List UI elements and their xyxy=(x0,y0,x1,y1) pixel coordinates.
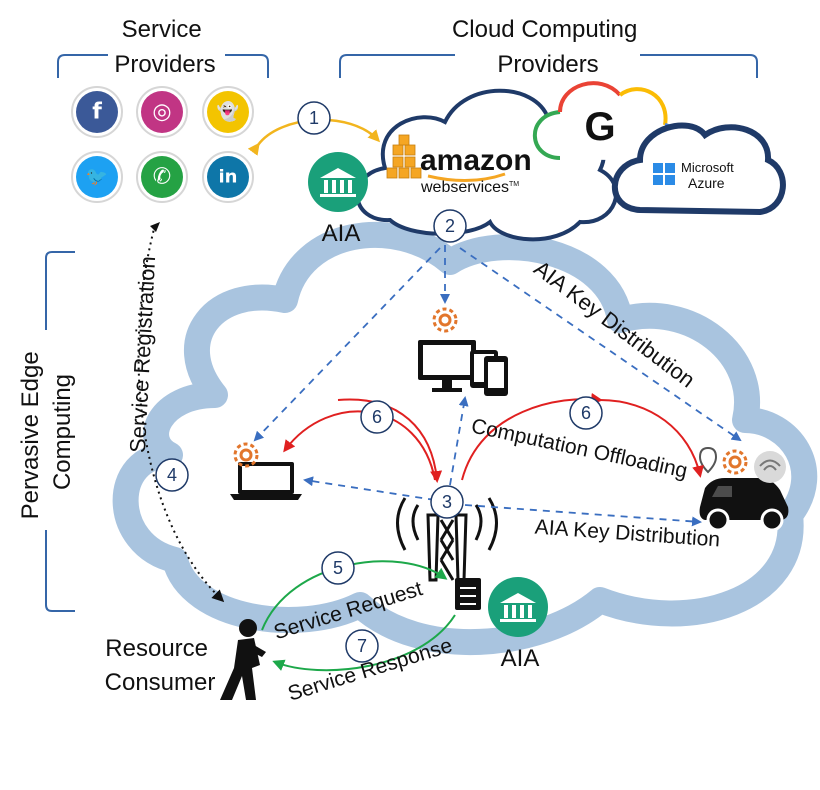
step-marker-5: 5 xyxy=(321,551,355,585)
twitter-glyph: 🐦 xyxy=(86,167,108,188)
service-providers-line1: Service xyxy=(122,16,202,43)
service-registration-arrow-head-top xyxy=(150,222,160,232)
step-number: 5 xyxy=(333,558,343,578)
aia-icon-top xyxy=(308,152,368,212)
step-marker-1: 1 xyxy=(297,101,331,135)
azure-text: Azure xyxy=(688,175,725,191)
service-providers-label: Service Providers xyxy=(114,16,215,78)
amazon-logo-text: amazon xyxy=(420,144,532,177)
step-number: 3 xyxy=(442,492,452,512)
service-providers-line2: Providers xyxy=(114,51,215,78)
aia-label-top: AIA xyxy=(322,220,361,247)
step-marker-7: 7 xyxy=(345,629,379,663)
pervasive-edge-label: Pervasive Edge Computing xyxy=(17,345,76,520)
aia-key-distribution-bottom-label: AIA Key Distribution xyxy=(534,516,721,552)
bracket-pervasive-edge xyxy=(45,251,75,612)
cloud-providers-label: Cloud Computing Providers xyxy=(452,16,644,78)
snapchat-glyph: 👻 xyxy=(217,101,239,123)
aws-box-icon xyxy=(386,134,422,179)
cloud-providers-line1: Cloud Computing xyxy=(452,16,637,43)
pervasive-edge-line2: Computing xyxy=(49,374,76,490)
whatsapp-icon[interactable]: ✆ xyxy=(136,151,188,203)
step-markers: 1 2 3 4 5 6 6 7 xyxy=(155,101,603,663)
aia-icon-bottom xyxy=(488,577,548,637)
step-marker-6: 6 xyxy=(360,400,394,434)
azure-cloud: Microsoft Azure xyxy=(611,122,786,216)
desktop-devices-icon xyxy=(418,340,508,396)
location-pin-icon xyxy=(698,446,718,474)
social-icons: f ◎ 👻 🐦 ✆ in xyxy=(71,86,254,203)
resource-consumer-icon xyxy=(220,619,266,700)
webservices-text: webservicesTM xyxy=(420,179,519,196)
step-number: 2 xyxy=(445,216,455,236)
server-rack-icon xyxy=(455,578,481,610)
linkedin-glyph: in xyxy=(219,167,238,188)
step-number: 7 xyxy=(357,636,367,656)
step-marker-6: 6 xyxy=(569,396,603,430)
cloud-providers-line2: Providers xyxy=(497,51,598,78)
car-icon xyxy=(699,478,789,532)
whatsapp-glyph: ✆ xyxy=(153,165,171,190)
google-g-icon: G xyxy=(584,105,615,149)
resource-consumer-line1: Resource xyxy=(105,635,208,662)
gear-icon-laptop xyxy=(233,442,259,468)
bracket-cloud-providers xyxy=(339,54,758,78)
resource-consumer-line2: Consumer xyxy=(105,669,216,696)
gear-icon-desktop xyxy=(432,307,458,333)
instagram-glyph: ◎ xyxy=(152,100,171,125)
snapchat-icon[interactable]: 👻 xyxy=(202,86,254,138)
step-marker-2: 2 xyxy=(433,209,467,243)
pervasive-edge-line1: Pervasive Edge xyxy=(17,351,44,519)
windows-logo-icon xyxy=(653,163,675,185)
edge-cloud xyxy=(112,221,818,656)
service-registration-arrow xyxy=(137,224,225,603)
linkedin-icon[interactable]: in xyxy=(202,151,254,203)
step-number: 4 xyxy=(167,465,177,485)
wifi-icon-car xyxy=(754,451,786,483)
aia-label-bottom: AIA xyxy=(501,645,540,672)
bracket-service-providers xyxy=(57,54,269,78)
step-number: 6 xyxy=(581,403,591,423)
dashed-arrows xyxy=(253,245,742,527)
laptop-icon xyxy=(230,462,302,500)
instagram-icon[interactable]: ◎ xyxy=(136,86,188,138)
step-marker-4: 4 xyxy=(155,458,189,492)
step-number: 1 xyxy=(309,108,319,128)
twitter-icon[interactable]: 🐦 xyxy=(71,151,123,203)
facebook-icon[interactable]: f xyxy=(71,86,123,138)
step-number: 6 xyxy=(372,407,382,427)
facebook-glyph: f xyxy=(92,100,102,125)
step-marker-3: 3 xyxy=(430,485,464,519)
amazon-smile xyxy=(427,172,506,183)
gear-icon-car xyxy=(722,449,748,475)
resource-consumer-label: Resource Consumer xyxy=(105,635,216,696)
microsoft-text: Microsoft xyxy=(681,160,734,175)
